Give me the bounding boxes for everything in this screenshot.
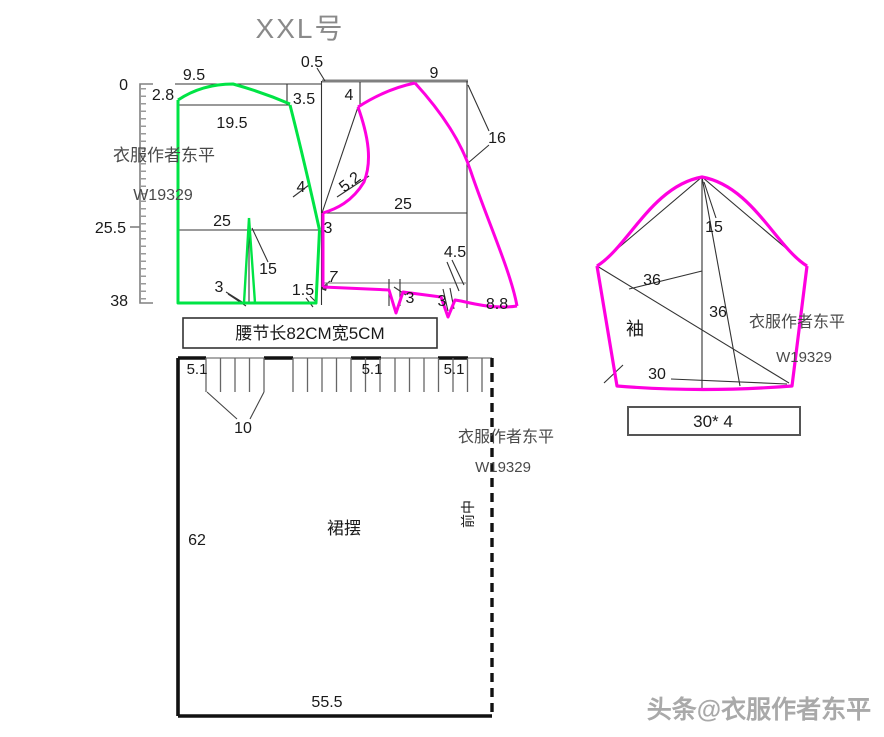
sleeve-cut-box: [627, 406, 801, 436]
front-wrap-edge: [413, 81, 519, 307]
sleeve-body: [595, 265, 809, 392]
front-drop-label: 4.5: [444, 244, 466, 261]
front-side-gap-label: 3: [324, 220, 333, 237]
back-dart-length-label: 15: [259, 261, 277, 278]
sleeve-hem-width-label: 30: [648, 366, 666, 383]
watermark-author-sleeve: 衣服作者东平: [749, 312, 845, 331]
waist-band-box-label: 腰节长82CM宽5CM: [235, 324, 384, 343]
skirt-panel: [176, 356, 494, 718]
front-waist-width-label: 25: [394, 196, 412, 213]
watermark-author-bodice: 衣服作者东平: [113, 146, 215, 166]
sleeve-hem-leader: [670, 378, 788, 385]
sleeve-construction-lines: [596, 176, 808, 388]
ruler-hem-label: 38: [110, 293, 128, 310]
sleeve-cap-curve: [596, 175, 808, 268]
left-ruler: [130, 83, 153, 304]
watermark-code-bodice: W19329: [133, 187, 193, 204]
back-dart-legs: [242, 217, 257, 304]
sleeve-cap-height-label: 15: [705, 219, 723, 236]
front-shoulder-seam: [357, 81, 416, 109]
front-hem-extension-label: 8.8: [486, 296, 508, 313]
sleeve-diag-a-line: [596, 265, 790, 384]
skirt-pleat-b-label: 5.1: [362, 361, 383, 378]
armhole-depth-leaders: [467, 84, 490, 164]
back-armhole-curve: [288, 104, 321, 231]
sleeve-cap-height-leader: [703, 181, 717, 219]
front-armhole-curve: [322, 106, 370, 215]
back-dart-width-label: 3: [215, 279, 224, 296]
sleeve-cut-box-label: 30* 4: [693, 412, 733, 431]
size-title: XXL号: [256, 13, 345, 44]
back-dart-length-leader: [251, 227, 269, 263]
front-shoulder-width-label: 9: [430, 65, 439, 82]
overlap-label: 7: [329, 269, 339, 286]
back-armhole-ease-tick: [292, 184, 310, 198]
skirt-hem-width-label: 55.5: [311, 694, 342, 711]
front-top-offset-label: 0.5: [301, 54, 323, 71]
watermark-code-sleeve: W19329: [776, 349, 832, 366]
front-drop-leaders: [446, 259, 465, 292]
sleeve-outline: [595, 175, 809, 392]
watermark-author-skirt: 衣服作者东平: [458, 427, 554, 446]
back-waist-width-label: 25: [213, 213, 231, 230]
footer-watermark-highlight: 头条@衣服作者东平: [649, 697, 873, 726]
back-neck-width-label: 9.5: [183, 67, 205, 84]
waist-band-box: [182, 317, 438, 349]
front-armhole-chord: [321, 106, 359, 214]
front-bodice-outline: [321, 81, 519, 319]
front-hem-with-darts: [322, 285, 518, 319]
front-dart1-label: 3: [406, 290, 415, 307]
ruler-waist-label: 25.5: [95, 220, 126, 237]
pleat-depth-leaders: [206, 391, 265, 420]
front-armhole-ease-label: 5.2: [336, 169, 364, 196]
sleeve-diag-b-label: 36: [709, 304, 727, 321]
front-dart2-label: 3: [438, 293, 447, 310]
skirt-pleat-ticks: [205, 358, 483, 392]
back-neck-shoulder: [177, 82, 291, 106]
back-armhole-ease-label: 4: [297, 179, 306, 196]
back-neck-depth-label: 2.8: [152, 87, 174, 104]
back-body-edge: [176, 100, 321, 305]
ruler-bracket: [139, 83, 153, 304]
back-bodice-outline: [176, 82, 321, 305]
skirt-pleat-a-label: 5.1: [187, 361, 208, 378]
footer-watermark: 头条@衣服作者东平: [647, 695, 871, 724]
center-front-label: 前中: [460, 500, 476, 528]
front-armhole-depth-label: 16: [488, 130, 506, 147]
back-cross-label: 19.5: [216, 115, 247, 132]
skirt-length-label: 62: [188, 532, 206, 549]
sleeve-diag-a-leader: [628, 270, 703, 290]
sleeve-diag-b-line: [701, 176, 741, 387]
skirt-name-label: 裙摆: [327, 519, 361, 538]
skirt-pleat-c-label: 5.1: [444, 361, 465, 378]
back-side-cut-label: 1.5: [292, 282, 314, 299]
sleeve-name-label: 袖: [626, 319, 644, 339]
top-offset-leader: [316, 67, 326, 82]
front-shoulder-slope-label: 4: [345, 87, 354, 104]
ruler-zero-label: 0: [119, 77, 128, 94]
sleeve-diag-a-label: 36: [643, 272, 661, 289]
skirt-pleat-depth-label: 10: [234, 420, 252, 437]
watermark-code-skirt: W19329: [475, 459, 531, 476]
back-shoulder-slope-label: 3.5: [293, 91, 315, 108]
